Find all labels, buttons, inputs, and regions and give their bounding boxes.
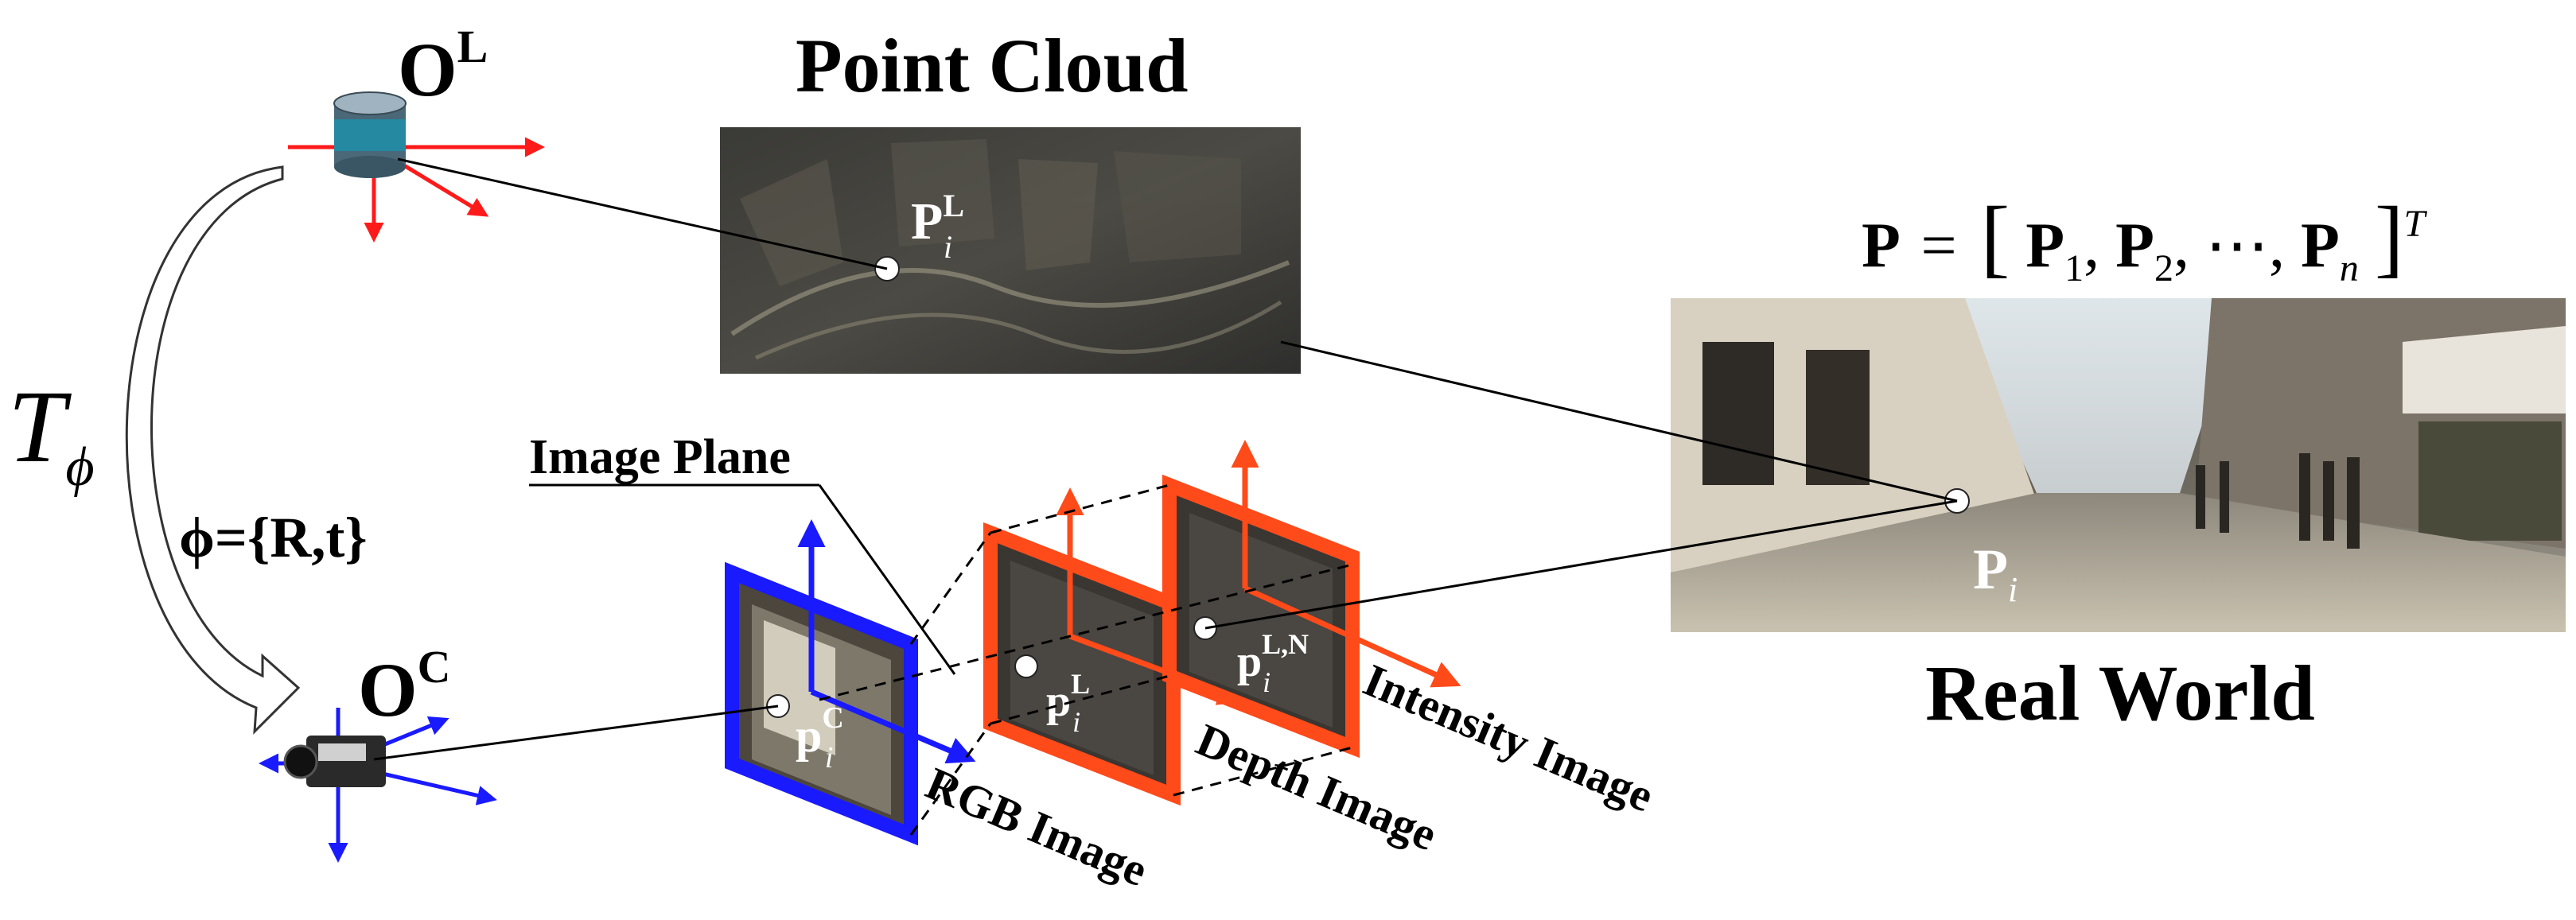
- real-world-point-label: Pi: [1973, 538, 2018, 609]
- lidar-axes: [288, 99, 545, 243]
- lidar-frame-label: OL: [398, 21, 488, 112]
- real-world-title: Real World: [1925, 649, 2315, 737]
- image-plane-label: Image Plane: [529, 430, 791, 484]
- rgb-image-axes: [797, 519, 976, 764]
- lidar-to-pointcloud-line: [397, 157, 888, 270]
- point-cloud-texture: [730, 139, 1290, 360]
- intensity-image-axes: [1231, 440, 1461, 688]
- real-world-panel: P = [ P1, P2, ⋯, Pn ]T: [1671, 188, 2566, 737]
- transform-arrow: [125, 165, 301, 735]
- real-world-image: [1671, 298, 2566, 632]
- projection-lines: [373, 157, 1958, 761]
- world-to-images-line: [1204, 499, 1958, 630]
- real-world-formula: P = [ P1, P2, ⋯, Pn ]T: [1862, 188, 2427, 295]
- lidar-sensor: OL: [288, 21, 545, 243]
- point-cloud-title: Point Cloud: [796, 23, 1188, 108]
- transform-symbol: Tϕ: [8, 370, 95, 498]
- image-plane-annotation: Image Plane: [529, 430, 956, 675]
- transform-parameters: ϕ={R,t}: [179, 506, 368, 569]
- camera-sensor: OC: [259, 641, 497, 863]
- camera-frame-label: OC: [358, 641, 451, 732]
- camera-icon: [283, 736, 386, 787]
- plane-dashed-links: [819, 483, 1353, 836]
- lidar-icon: [333, 91, 407, 178]
- pointcloud-to-world-line: [1280, 340, 1958, 503]
- camera-to-rgb-line: [373, 705, 779, 761]
- depth-image-point: [1014, 654, 1038, 678]
